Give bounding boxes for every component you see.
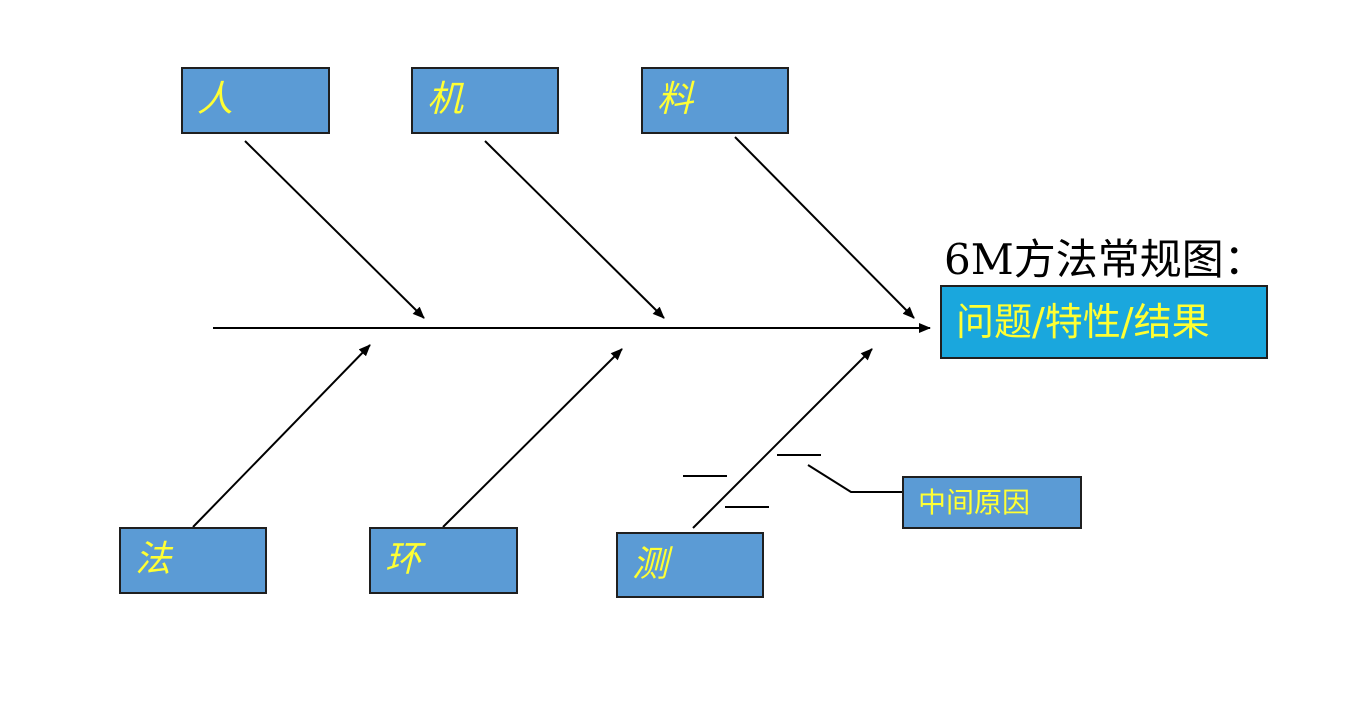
intermediate-cause-label: 中间原因 <box>918 486 1031 519</box>
cause-box-person: 人 <box>181 67 330 134</box>
cause-label-person: 人 <box>197 79 234 120</box>
cause-label-method: 法 <box>135 539 172 580</box>
intermediate-cause-connector <box>807 464 902 493</box>
effect-label: 问题/特性/结果 <box>956 300 1210 344</box>
cause-label-measurement: 测 <box>632 544 669 585</box>
method-branch-arrow <box>192 344 371 528</box>
measurement-branch-arrow <box>692 348 873 529</box>
person-branch-arrow <box>244 140 425 319</box>
cause-box-method: 法 <box>119 527 267 594</box>
cause-box-environment: 环 <box>369 527 518 594</box>
cause-box-measurement: 测 <box>616 532 764 598</box>
cause-label-environment: 环 <box>385 539 422 580</box>
cause-box-machine: 机 <box>411 67 559 134</box>
material-branch-arrow <box>734 136 915 319</box>
environment-branch-arrow <box>442 348 623 528</box>
cause-label-machine: 机 <box>427 79 464 120</box>
cause-label-material: 料 <box>657 79 694 120</box>
effect-box: 问题/特性/结果 <box>940 285 1268 359</box>
diagram-title: 6M方法常规图： <box>944 235 1266 284</box>
cause-box-material: 料 <box>641 67 789 134</box>
intermediate-cause-box: 中间原因 <box>902 476 1082 529</box>
machine-branch-arrow <box>484 140 665 319</box>
